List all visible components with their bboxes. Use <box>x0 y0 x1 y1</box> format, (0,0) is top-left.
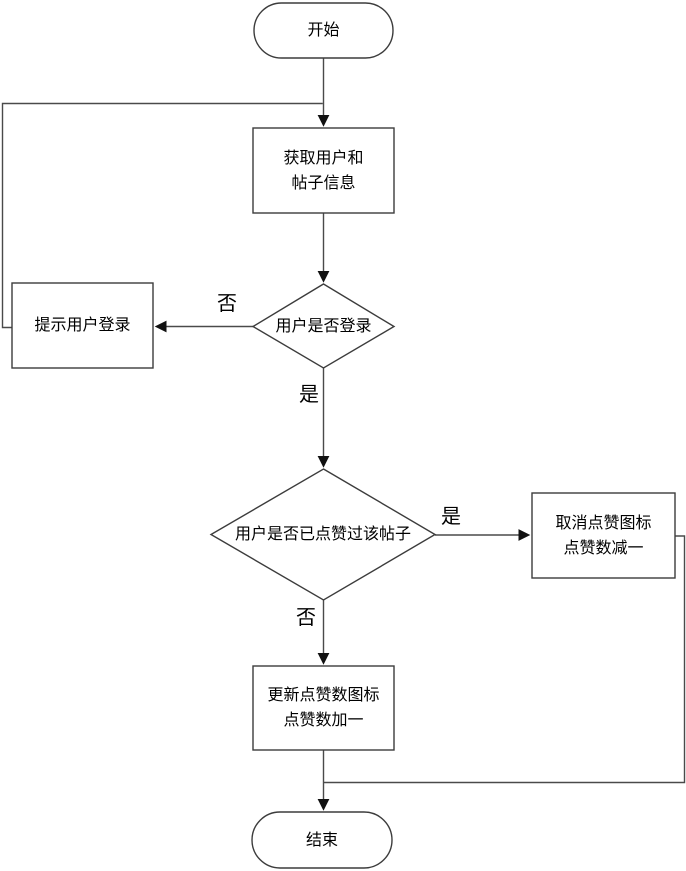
cancel-like-process-shape <box>531 492 676 579</box>
login-decision-shape <box>251 283 396 369</box>
prompt-login-process-shape <box>11 282 154 369</box>
update-like-process-shape <box>252 665 395 751</box>
start-terminator-shape <box>253 2 394 59</box>
liked-decision-shape <box>209 468 437 601</box>
edge-loopback-prompt-to-fetch <box>1 102 323 329</box>
end-terminator-shape <box>251 811 393 869</box>
fetch-info-process-shape <box>252 127 395 214</box>
edge-cancel-merge-to-end-line <box>324 535 686 784</box>
